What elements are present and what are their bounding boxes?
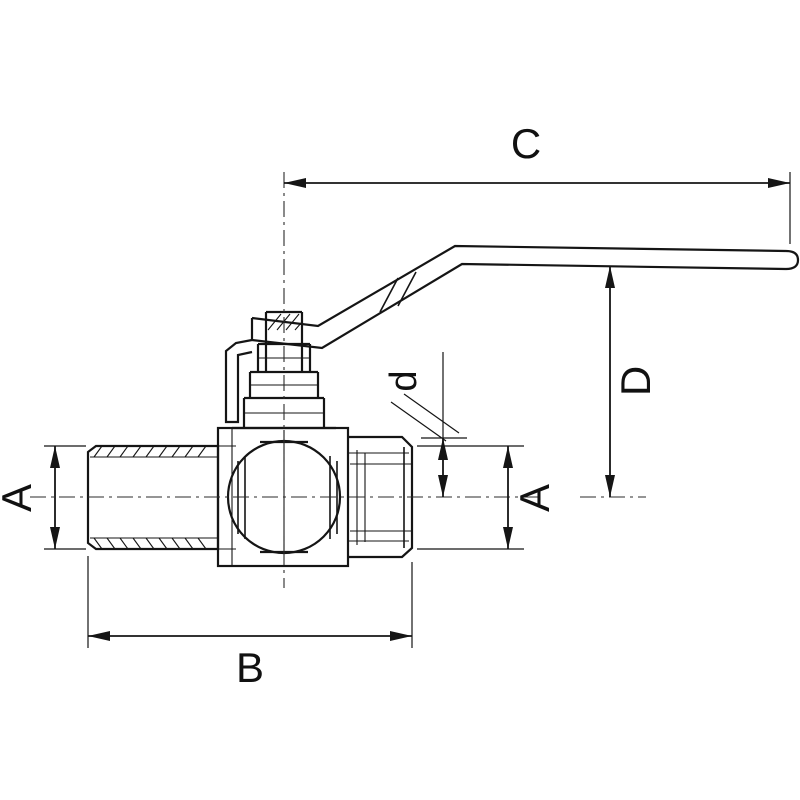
dimension-a-right: A (417, 445, 558, 550)
dimension-label-a-left: A (0, 484, 40, 512)
centerlines (30, 172, 646, 588)
dimension-label-a-right: A (511, 484, 558, 512)
dimension-label-d-capital: D (612, 366, 659, 396)
dimension-label-b: B (236, 644, 264, 691)
handle-break-marks (379, 271, 417, 313)
thread-hatch-bottom (93, 537, 207, 550)
dimension-a-left: A (0, 445, 86, 550)
dimension-label-d-small: d (383, 370, 425, 391)
dimension-label-c: C (511, 120, 541, 167)
handle-end-cap (785, 249, 800, 271)
thread-hatch-top (93, 445, 207, 458)
dimension-b: B (87, 556, 413, 691)
dimension-c: C (284, 120, 791, 244)
valve-handle (224, 244, 800, 424)
dimension-d-small: d (383, 352, 467, 497)
dimension-d-capital: D (605, 266, 659, 497)
handle-hook (224, 338, 253, 424)
